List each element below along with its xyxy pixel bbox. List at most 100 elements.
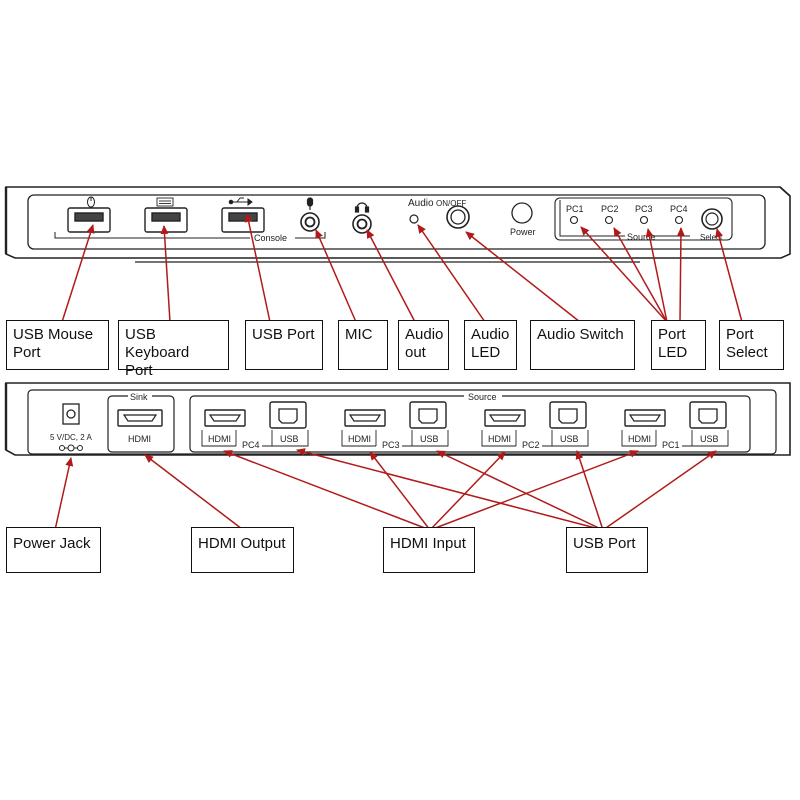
callout-line1: USB Mouse (13, 326, 94, 343)
callout-arrow (465, 231, 581, 323)
usb-keyboard-port (144, 207, 188, 233)
audio-switch-button (446, 205, 470, 229)
audio-label: Audio (408, 198, 434, 209)
led-pc2 (604, 215, 614, 225)
led-pc3 (639, 215, 649, 225)
front-panel-face (27, 194, 766, 250)
audio-out-jack (352, 214, 372, 234)
callout-arrow (676, 227, 685, 323)
callout-arrow (715, 228, 743, 323)
led-label-pc1: PC1 (566, 204, 584, 214)
power-button (511, 202, 533, 224)
usb-b-port (409, 401, 447, 429)
callout-arrow (315, 229, 357, 323)
callout-line1: Audio Switch (537, 326, 624, 343)
callout-arrow (54, 457, 74, 531)
callout-arrow (429, 450, 639, 531)
callout-line1: USB Keyboard (125, 326, 190, 361)
callout-line2: LED (471, 344, 501, 361)
port-usb-label: USB (700, 434, 719, 444)
port-hdmi-label: HDMI (628, 434, 651, 444)
usb-trident-icon (228, 197, 253, 206)
led-label-pc3: PC3 (635, 204, 653, 214)
hdmi-input-port (344, 409, 386, 427)
sink-label: Sink (130, 392, 148, 402)
polarity-icon (59, 444, 83, 452)
console-label: Console (254, 233, 287, 243)
usb-b-port (269, 401, 307, 429)
callout-arrow (144, 454, 243, 530)
callout-hdmi-output: HDMI Output (191, 527, 294, 573)
port-usb-label: USB (280, 434, 299, 444)
power-label: Power (510, 227, 536, 237)
hdmi-input-port (204, 409, 246, 427)
mouse-icon (87, 196, 95, 208)
usb-port-front (221, 207, 265, 233)
callout-line2: Port (13, 344, 41, 361)
rear-panel-face (27, 389, 777, 455)
callout-arrows (54, 213, 743, 531)
port-usb-label: USB (420, 434, 439, 444)
callout-arrow (417, 224, 486, 323)
callout-arrow (369, 451, 431, 531)
callout-line2: LED (658, 344, 688, 361)
port-usb-label: USB (560, 434, 579, 444)
led-label-pc2: PC2 (601, 204, 619, 214)
led-pc1 (569, 215, 579, 225)
callout-arrow (429, 451, 506, 531)
callout-arrow (613, 227, 668, 323)
port-hdmi-label: HDMI (208, 434, 231, 444)
callout-usb-port-rear: USB Port (566, 527, 648, 573)
source-group-frame (554, 197, 733, 241)
callout-line1: MIC (345, 326, 373, 343)
callout-power-jack: Power Jack (6, 527, 101, 573)
callout-line1: Power Jack (13, 535, 91, 552)
callout-line1: USB Port (252, 326, 315, 343)
microphone-icon (306, 197, 314, 210)
callout-line1: HDMI Output (198, 535, 286, 552)
port-pc-label: PC3 (382, 440, 400, 450)
callout-line1: Audio (405, 326, 444, 343)
callout-audio-switch: Audio Switch (530, 320, 635, 370)
headphone-icon (354, 202, 370, 213)
callout-arrow (296, 448, 604, 531)
callout-usb-port: USB Port (245, 320, 323, 370)
audio-led (409, 214, 419, 224)
keyboard-icon (156, 197, 174, 207)
led-pc4 (674, 215, 684, 225)
port-led-group: PC1 PC2 PC3 PC4 (566, 204, 688, 225)
port-pc-label: PC1 (662, 440, 680, 450)
led-label-pc4: PC4 (670, 204, 688, 214)
callout-line1: Port (658, 326, 686, 343)
hdmi-output-port (117, 409, 163, 427)
callout-line2: out (405, 344, 426, 361)
usb-mouse-port (67, 207, 111, 233)
callout-arrow (602, 450, 717, 531)
mic-jack (300, 212, 320, 232)
front-source-label: Source (627, 232, 656, 242)
callout-arrow (223, 450, 431, 531)
callout-line1: Port (726, 326, 754, 343)
rear-source-label: Source (468, 392, 497, 402)
callout-arrow (436, 450, 604, 531)
sink-hdmi-label: HDMI (128, 434, 151, 444)
power-rating-label: 5 V/DC, 2 A (50, 433, 92, 442)
callout-arrow (160, 225, 171, 323)
port-select-button (701, 208, 723, 230)
front-panel (4, 186, 791, 263)
callout-arrow (244, 213, 271, 323)
hdmi-input-port (484, 409, 526, 427)
callout-arrow (575, 450, 604, 531)
callout-hdmi-input: HDMI Input (383, 527, 475, 573)
callout-line1: HDMI Input (390, 535, 466, 552)
